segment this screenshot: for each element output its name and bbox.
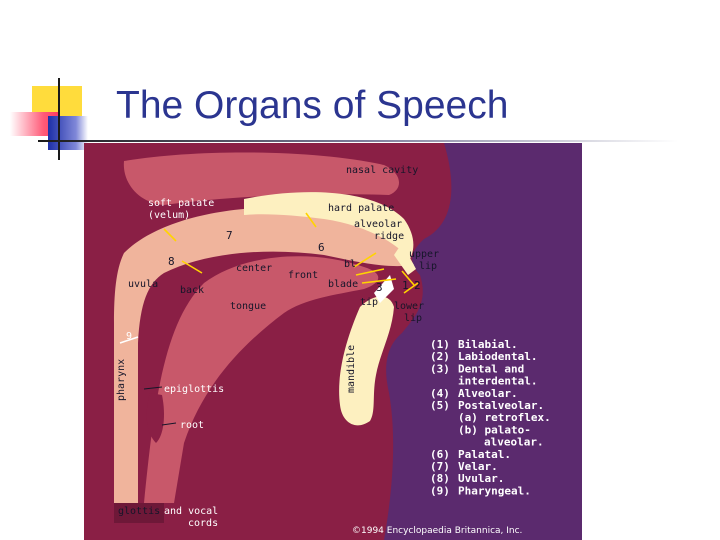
tongue-shape bbox=[144, 256, 379, 503]
legend-number: (3) bbox=[430, 362, 450, 375]
mandible-shape bbox=[339, 296, 394, 426]
legend-number: (1) bbox=[430, 338, 450, 351]
legend-text: alveolar. bbox=[484, 436, 544, 449]
articulation-arrows bbox=[119, 212, 419, 344]
legend-text: Velar. bbox=[458, 460, 498, 473]
legend-number: (7) bbox=[430, 460, 450, 473]
label-lower-lip: lip bbox=[404, 313, 422, 324]
legend-text: Labiodental. bbox=[458, 350, 537, 363]
legend-text: Postalveolar. bbox=[458, 399, 544, 412]
label-and-vocal: and vocal bbox=[164, 506, 218, 517]
label-glottis: glottis bbox=[118, 506, 160, 517]
label-root: root bbox=[180, 420, 204, 431]
hard-palate-shape bbox=[244, 192, 414, 259]
arrow-8 bbox=[181, 260, 203, 274]
legend-text: Pharyngeal. bbox=[458, 484, 531, 497]
label-alveolar: alveolar bbox=[354, 219, 402, 230]
label-tongue: tongue bbox=[230, 301, 266, 312]
number-9: 9 bbox=[126, 331, 132, 342]
glottis-shape bbox=[114, 503, 164, 523]
lower-teeth-shape bbox=[374, 275, 394, 303]
leader-epiglottis bbox=[143, 386, 163, 390]
arrow-7 bbox=[163, 228, 177, 242]
label-upper: upper bbox=[409, 249, 439, 260]
slide-title: The Organs of Speech bbox=[116, 84, 509, 127]
arrow-2 bbox=[401, 270, 415, 286]
legend-text: Dental and bbox=[458, 362, 524, 375]
label-front: front bbox=[288, 270, 318, 281]
legend-number: (9) bbox=[430, 484, 450, 497]
label-pharynx: pharynx bbox=[116, 359, 127, 401]
legend-text: Uvular. bbox=[458, 472, 504, 485]
legend-number: (5) bbox=[430, 399, 450, 412]
legend-text: Alveolar. bbox=[458, 387, 518, 400]
label-lower: lower bbox=[394, 301, 424, 312]
decor-horizontal-rule bbox=[38, 140, 678, 142]
legend-text: interdental. bbox=[458, 375, 537, 388]
epiglottis-shape bbox=[146, 393, 164, 443]
number-1: 1 bbox=[402, 279, 409, 292]
number-6: 6 bbox=[318, 241, 325, 254]
copyright-notice: ©1994 Encyclopaedia Britannica, Inc. bbox=[352, 526, 522, 536]
arrow-6 bbox=[305, 212, 317, 228]
decor-vertical-line bbox=[58, 78, 60, 160]
label-mandible: mandible bbox=[346, 345, 357, 393]
legend-text: Palatal. bbox=[458, 448, 511, 461]
label-nasal-cavity: nasal cavity bbox=[346, 165, 418, 176]
label-upper-lip: lip bbox=[419, 261, 437, 272]
label-cords: cords bbox=[188, 518, 218, 529]
label-hard-palate: hard palate bbox=[328, 203, 394, 214]
arrow-9 bbox=[119, 336, 139, 344]
number-3: 3 bbox=[376, 281, 383, 294]
arrow-1 bbox=[403, 282, 419, 294]
label-center: center bbox=[236, 263, 272, 274]
arrow-3 bbox=[355, 268, 385, 276]
label-epiglottis: epiglottis bbox=[164, 384, 224, 395]
label-tip: tip bbox=[360, 297, 378, 308]
leader-root bbox=[161, 422, 177, 426]
decor-blue-square bbox=[48, 116, 88, 150]
arrow-4 bbox=[353, 252, 377, 268]
organs-of-speech-diagram: nasal cavity soft palate (velum) hard pa… bbox=[84, 143, 582, 540]
label-uvula: uvula bbox=[128, 279, 158, 290]
number-8: 8 bbox=[168, 255, 175, 268]
label-ridge: ridge bbox=[374, 231, 404, 242]
label-soft-palate: soft palate bbox=[148, 198, 214, 209]
legend-text: (b) palato- bbox=[458, 423, 531, 436]
legend-number: (2) bbox=[430, 350, 450, 363]
legend-number: (6) bbox=[430, 448, 450, 461]
arrow-5 bbox=[361, 278, 397, 284]
legend-text: Bilabial. bbox=[458, 338, 518, 351]
legend-text: (a) retroflex. bbox=[458, 411, 551, 424]
legend: (1) Bilabial. (2) Labiodental. (3) Dental and… bbox=[430, 338, 551, 497]
legend-number: (8) bbox=[430, 472, 450, 485]
upper-teeth-shape bbox=[394, 243, 416, 275]
legend-number: (4) bbox=[430, 387, 450, 400]
label-bl: bl bbox=[344, 259, 356, 270]
number-7: 7 bbox=[226, 229, 233, 242]
label-back: back bbox=[180, 285, 204, 296]
number-2: 2 bbox=[414, 279, 421, 292]
label-velum: (velum) bbox=[148, 210, 190, 221]
label-blade: blade bbox=[328, 279, 358, 290]
nasal-cavity-shape bbox=[123, 152, 400, 205]
